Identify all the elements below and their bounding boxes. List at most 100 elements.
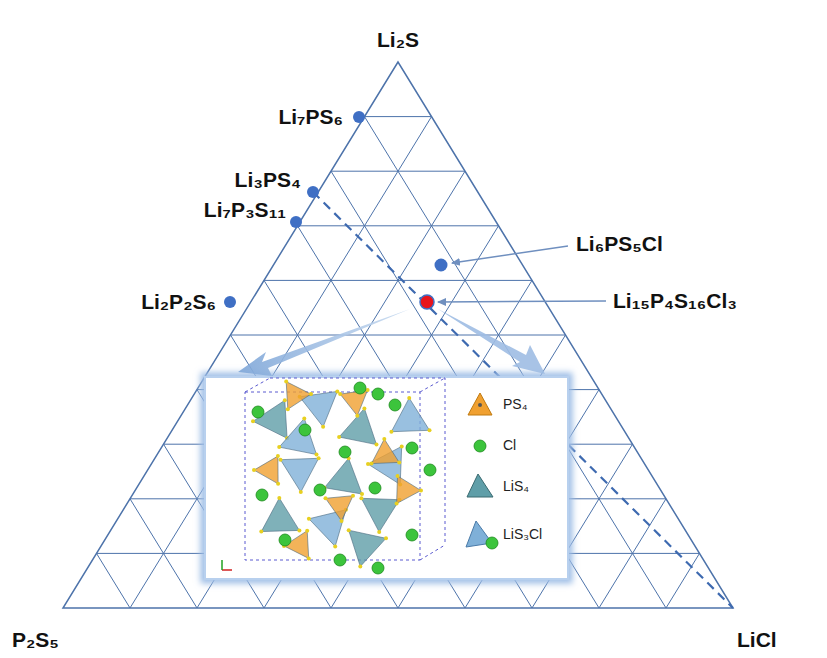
sulfur-atom	[277, 445, 281, 449]
zoom-arrow	[438, 309, 545, 374]
ps4-tetrahedron	[340, 390, 368, 416]
li-polyhedron	[261, 498, 299, 532]
sulfur-atom	[347, 528, 351, 532]
cl-atom	[339, 446, 351, 458]
li-polyhedron	[279, 418, 316, 454]
sulfur-atom	[360, 492, 364, 496]
li-polyhedron	[361, 498, 399, 532]
composition-dot	[435, 259, 448, 272]
sulfur-atom	[299, 490, 303, 494]
cl-atom	[369, 482, 381, 494]
triangle-outline	[63, 62, 733, 608]
compound-label: Li₃PS₄	[235, 168, 301, 191]
legend-text: LiS₃Cl	[503, 527, 542, 542]
sulfur-atom	[351, 494, 355, 498]
sulfur-atom	[307, 517, 311, 521]
sulfur-atom	[277, 496, 281, 500]
sulfur-atom	[279, 458, 283, 462]
sulfur-atom	[338, 392, 342, 396]
ps4-swatch	[468, 393, 492, 415]
sulfur-atom	[324, 496, 328, 500]
compound-label: P₂S₅	[12, 628, 59, 651]
sulfur-atom	[407, 396, 411, 400]
sulfur-atom	[321, 425, 325, 429]
legend-marks	[466, 393, 498, 549]
cl-atom	[279, 534, 291, 546]
ps4-swatch-center	[478, 403, 482, 407]
sulfur-atom	[428, 428, 432, 432]
compound-label: LiCl	[737, 628, 777, 651]
inset-panel	[205, 377, 568, 579]
grid-line	[298, 225, 499, 226]
sulfur-atom	[370, 462, 374, 466]
compound-label: Li₇PS₆	[278, 105, 343, 128]
cl-atom	[389, 399, 401, 411]
grid-line	[231, 335, 566, 336]
sulfur-atom	[284, 380, 288, 384]
leader-arrow	[452, 246, 568, 263]
ps4-tetrahedron	[372, 439, 400, 464]
sulfur-atom	[375, 443, 379, 447]
crystal-structure	[245, 378, 445, 574]
sulfur-atom	[355, 414, 359, 418]
cl-atom	[372, 388, 384, 400]
cl-atom	[406, 442, 418, 454]
sulfur-atom	[366, 462, 370, 466]
compound-label: Li₂S	[377, 28, 419, 51]
leader-arrow	[438, 301, 606, 302]
cl-swatch	[474, 440, 486, 452]
sulfur-atom	[382, 437, 386, 441]
cl-atom	[256, 489, 268, 501]
sulfur-atom	[283, 398, 287, 402]
sulfur-atom	[358, 565, 362, 569]
sulfur-atom	[302, 416, 306, 420]
sulfur-atom	[307, 556, 311, 560]
sulfur-atom	[359, 496, 363, 500]
compound-label: Li₆PS₅Cl	[576, 232, 663, 255]
compound-label: Li₂P₂S₆	[141, 290, 216, 313]
composition-dot	[307, 186, 319, 198]
grid-line	[365, 116, 432, 117]
compound-label: Li₁₅P₄S₁₆Cl₃	[613, 289, 737, 312]
ps4-tetrahedron	[397, 476, 421, 504]
sulfur-atom	[317, 456, 321, 460]
sulfur-atom	[400, 444, 404, 448]
sulfur-atom	[251, 419, 255, 423]
grid-line	[365, 117, 667, 608]
li-polyhedron	[324, 458, 362, 494]
ps4-tetrahedron	[326, 496, 354, 521]
sulfur-atom	[389, 430, 393, 434]
sulfur-atom	[297, 528, 301, 532]
ps4-tetrahedron	[286, 382, 311, 410]
cl-atom	[406, 529, 418, 541]
sulfur-atom	[337, 435, 341, 439]
li-polyhedron	[349, 530, 386, 566]
li-polyhedron	[281, 458, 319, 492]
sulfur-atom	[340, 519, 344, 523]
composition-dot	[290, 216, 302, 228]
sulfur-atom	[276, 454, 280, 458]
composition-dot	[353, 111, 365, 123]
cl-atom	[424, 464, 436, 476]
grid-line	[666, 553, 700, 608]
cl-atom	[354, 382, 366, 394]
sulfur-atom	[286, 407, 290, 411]
legend-text: Cl	[503, 438, 516, 453]
cl-atom	[372, 562, 384, 574]
sulfur-atom	[315, 453, 319, 457]
sulfur-atom	[395, 502, 399, 506]
sulfur-atom	[252, 468, 256, 472]
ps4-tetrahedron	[254, 456, 278, 484]
composition-dot	[224, 296, 236, 308]
cl-atom	[314, 484, 326, 496]
sulfur-atom	[362, 406, 366, 410]
sulfur-atom	[309, 392, 313, 396]
sulfur-atom	[377, 530, 381, 534]
li-polyhedron	[253, 400, 287, 438]
zoom-arrow	[238, 309, 410, 376]
grid-line	[97, 553, 131, 608]
inset-glow	[205, 377, 568, 579]
legend-text: LiS₄	[503, 479, 529, 494]
